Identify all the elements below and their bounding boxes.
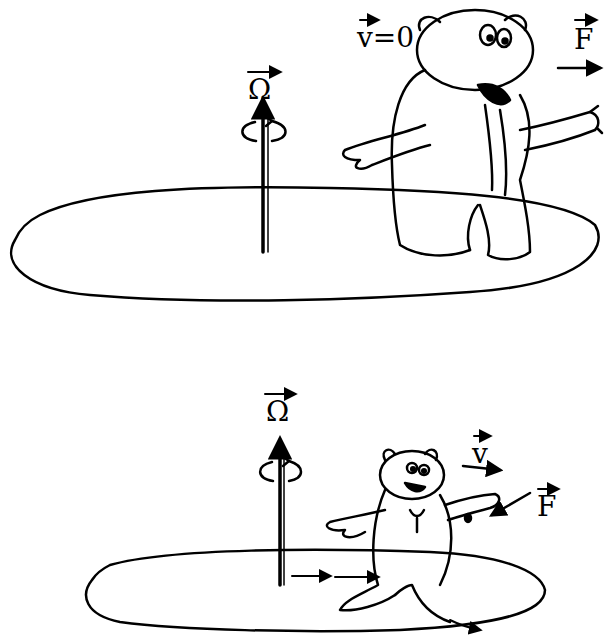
force-label: F bbox=[574, 26, 593, 54]
vector-symbol: Ω bbox=[266, 398, 289, 426]
force-label: F bbox=[537, 493, 556, 521]
velocity-label: v=0 bbox=[357, 24, 414, 52]
vector-symbol: Ω bbox=[248, 76, 271, 104]
velocity-label: v bbox=[472, 440, 488, 468]
